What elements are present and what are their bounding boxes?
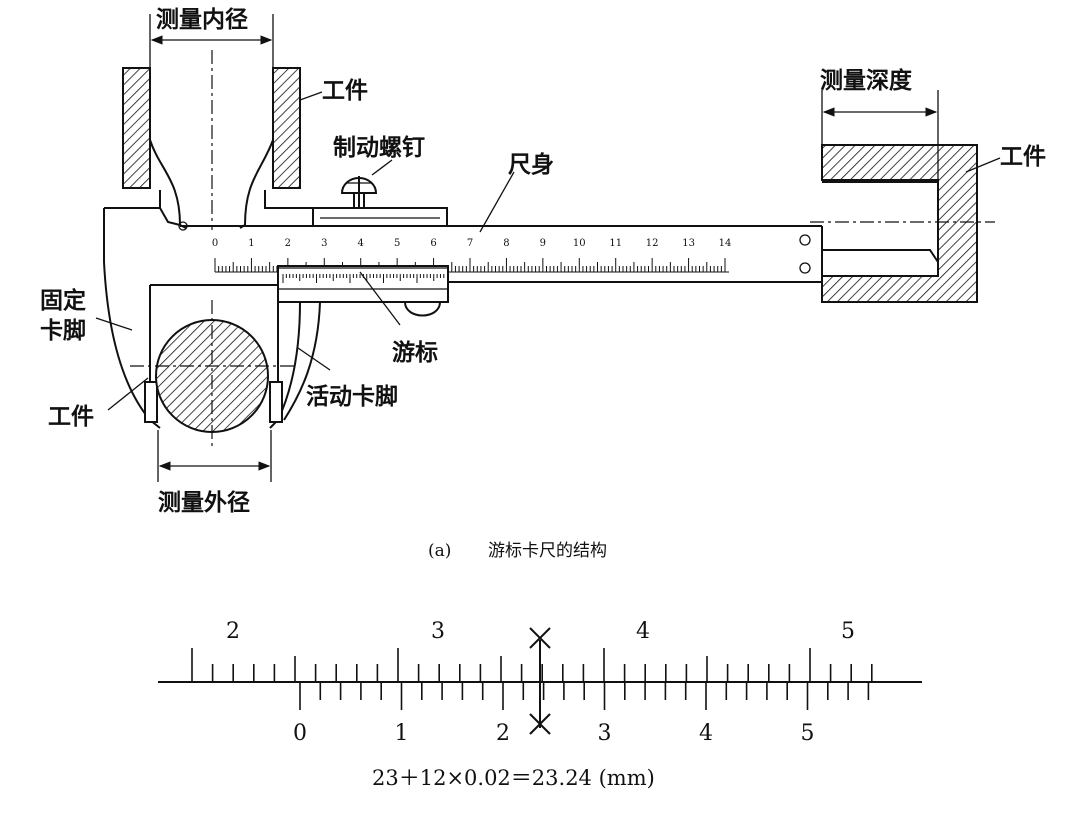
reading-vernier-number: 0 (293, 721, 307, 746)
label-fixed-jaw-line2: 卡脚 (40, 318, 86, 344)
main-scale-number: 11 (609, 238, 622, 249)
caliper-frame (103, 190, 315, 421)
label-fixed-jaw-line1: 固定 (40, 287, 86, 314)
label-vernier: 游标 (392, 339, 438, 366)
label-measure-outer: 测量外径 (158, 489, 250, 516)
reading-vernier-number: 4 (699, 721, 713, 746)
depth-workpiece (810, 144, 995, 303)
reading-vernier-number: 1 (395, 721, 409, 746)
main-scale-number: 14 (719, 238, 732, 249)
depth-dimension (821, 90, 939, 180)
reading-formula: 23＋12×0.02＝23.24 (mm) (372, 766, 655, 790)
main-scale-number: 5 (394, 238, 400, 249)
vernier-slider (277, 265, 449, 317)
main-scale-number: 0 (212, 238, 218, 249)
label-workpiece-top: 工件 (322, 78, 368, 104)
vernier-scale-ticks (282, 274, 445, 283)
round-workpiece (130, 300, 296, 448)
outer-diameter-dimension (157, 430, 272, 482)
reading-main-number: 4 (636, 619, 650, 644)
main-scale-number: 13 (682, 238, 695, 249)
label-measure-inner: 测量内径 (156, 7, 248, 33)
reading-vernier-ticks (299, 682, 870, 710)
label-workpiece-left: 工件 (48, 404, 94, 430)
reading-main-number: 3 (431, 619, 445, 644)
reading-vernier-numbers: 0 1 2 3 4 5 (293, 721, 815, 746)
coincidence-marker (529, 627, 551, 735)
main-scale-number: 6 (430, 238, 436, 249)
label-ruler-body: 尺身 (508, 151, 554, 178)
outer-jaws (144, 284, 321, 429)
main-scale-number: 10 (573, 238, 586, 249)
ruler-beam (180, 225, 823, 283)
inner-diameter-dimension (149, 14, 274, 70)
main-scale-number: 3 (321, 238, 327, 249)
reading-main-number: 2 (226, 619, 240, 644)
reading-main-scale-numbers: 2 3 4 5 (226, 619, 855, 644)
top-workpiece (122, 67, 301, 189)
brake-screw (340, 176, 378, 208)
reading-vernier-number: 5 (801, 721, 815, 746)
reading-vernier-number: 3 (598, 721, 612, 746)
main-scale-number: 7 (467, 238, 473, 249)
main-scale-number: 1 (248, 238, 254, 249)
main-scale-number: 8 (503, 238, 509, 249)
reading-main-scale-ticks (191, 648, 873, 682)
label-workpiece-right: 工件 (1000, 144, 1046, 170)
main-scale-number: 4 (358, 238, 364, 249)
main-scale-number: 12 (646, 238, 659, 249)
reading-vernier-number: 2 (496, 721, 510, 746)
caption-text: 游标卡尺的结构 (488, 541, 607, 561)
main-scale-number: 9 (540, 238, 546, 249)
label-brake-screw: 制动螺钉 (333, 134, 425, 161)
main-scale-number: 2 (285, 238, 291, 249)
caliper-structure: 测量内径 工件 固定 卡脚 (40, 7, 1046, 516)
reading-main-number: 5 (841, 619, 855, 644)
vernier-top-block (312, 207, 448, 227)
label-measure-depth: 测量深度 (820, 67, 913, 94)
reading-example: 2 3 4 5 0 1 2 3 4 5 (158, 619, 922, 746)
caption-prefix: (a) (428, 541, 451, 561)
label-movable-jaw: 活动卡脚 (306, 384, 398, 410)
